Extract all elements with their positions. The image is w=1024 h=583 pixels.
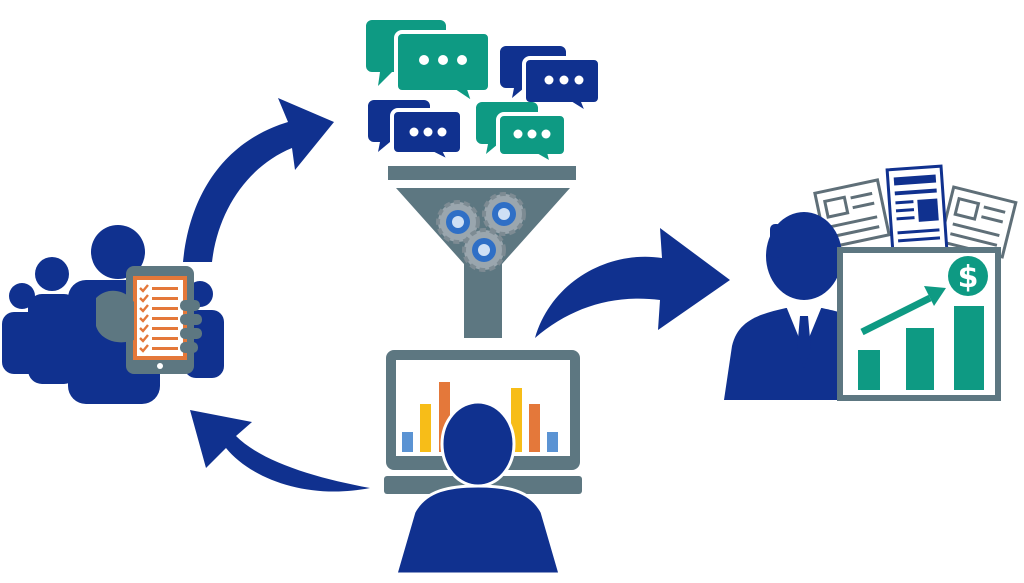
funnel-gears-icon bbox=[388, 166, 576, 338]
newspaper-icon bbox=[885, 164, 949, 260]
gear-icon bbox=[436, 200, 480, 244]
phone-checklist-icon bbox=[96, 266, 202, 374]
growth-chart-icon: $ bbox=[837, 247, 1001, 401]
gear-icon bbox=[462, 228, 506, 272]
chat-bubbles-icon bbox=[366, 20, 602, 169]
arrow-people-to-chat bbox=[183, 98, 334, 262]
dollar-icon: $ bbox=[948, 256, 988, 296]
analyst-monitor-icon bbox=[384, 350, 582, 576]
bar-chart-icon bbox=[402, 382, 558, 452]
arrow-analyst-to-business bbox=[535, 228, 730, 338]
arrow-analyst-to-people bbox=[190, 410, 370, 492]
gear-icon bbox=[482, 192, 526, 236]
dollar-symbol: $ bbox=[958, 260, 979, 295]
